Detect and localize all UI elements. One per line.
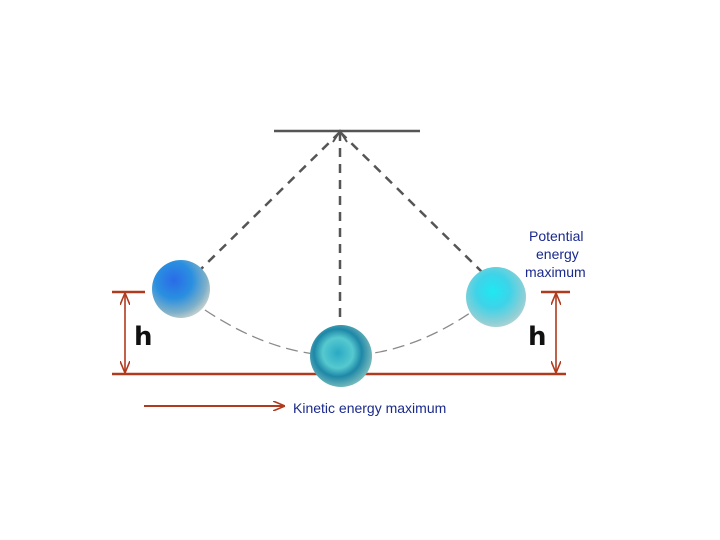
height-label-right: h [528, 322, 547, 352]
potential-label-line3: maximum [525, 264, 586, 280]
string-right [339, 131, 483, 273]
bob-right [466, 267, 526, 327]
bob-left [152, 260, 210, 318]
pivot-arrowhead [332, 129, 348, 143]
potential-label-line2: energy [536, 246, 579, 262]
swing-arc [204, 309, 471, 357]
string-left [197, 131, 341, 273]
potential-label-line1: Potential [529, 228, 583, 244]
kinetic-label: Kinetic energy maximum [293, 400, 446, 416]
height-label-left: h [134, 322, 153, 352]
bob-center [310, 325, 372, 387]
